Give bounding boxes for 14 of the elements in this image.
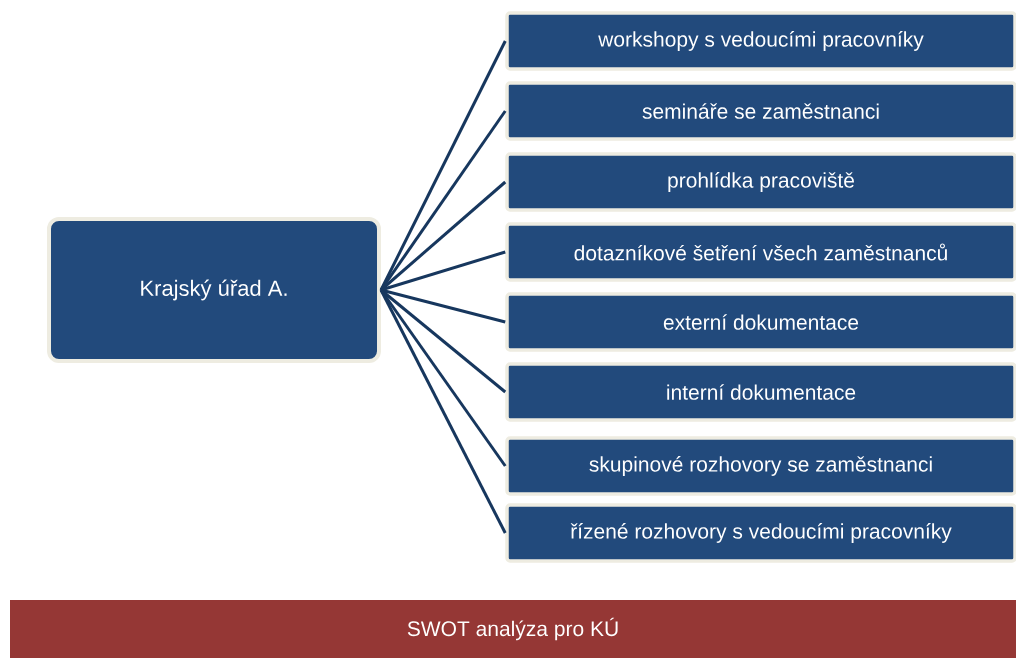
method-box: workshopy s vedoucími pracovníky xyxy=(505,11,1016,71)
connector-line xyxy=(380,180,507,292)
method-box: semináře se zaměstnanci xyxy=(505,81,1016,141)
org-box: Krajský úřad A. xyxy=(47,217,381,363)
method-box: skupinové rozhovory se zaměstnanci xyxy=(505,436,1016,496)
method-box: řízené rozhovory s vedoucími pracovníky xyxy=(505,503,1016,563)
result-band: SWOT analýza pro KÚ xyxy=(10,600,1016,658)
connector-line xyxy=(379,289,507,534)
method-box: dotazníkové šetření všech zaměstnanců xyxy=(505,222,1016,282)
method-box: interní dokumentace xyxy=(505,362,1016,422)
method-box: prohlídka pracoviště xyxy=(505,152,1016,212)
method-box: externí dokumentace xyxy=(505,292,1016,352)
connector-line xyxy=(380,288,507,394)
connector-line xyxy=(379,110,507,291)
